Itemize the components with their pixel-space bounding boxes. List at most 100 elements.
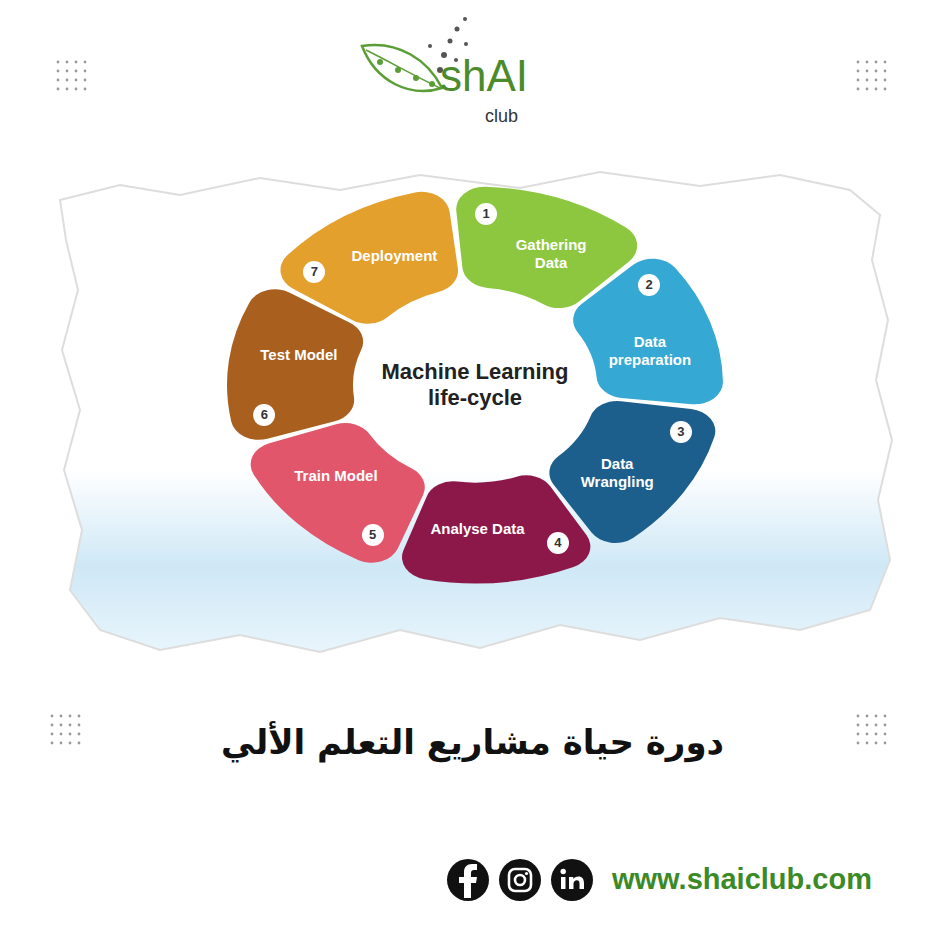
step-number: 6 <box>253 404 275 426</box>
grid-dot <box>66 79 69 82</box>
logo-dot <box>463 17 467 21</box>
logo-dot <box>377 59 383 65</box>
logo-dot <box>428 44 432 48</box>
cycle-segment: 7Deployment <box>266 186 462 334</box>
grid-dot <box>60 724 63 727</box>
grid-dot <box>875 724 878 727</box>
step-number: 5 <box>362 524 384 546</box>
grid-dot <box>884 733 887 736</box>
linkedin-icon <box>551 859 593 901</box>
grid-dot <box>857 61 860 64</box>
grid-dot <box>857 742 860 745</box>
grid-dot <box>57 88 60 91</box>
step-label: Deployment <box>351 247 437 265</box>
instagram-icon <box>499 859 541 901</box>
step-label: Data Wrangling <box>567 455 667 491</box>
segment-fill <box>573 259 723 405</box>
logo-dot <box>448 39 453 44</box>
segment-shape <box>561 246 725 406</box>
grid-dot <box>51 715 54 718</box>
linkedin-glyph <box>561 869 566 874</box>
step-label: Train Model <box>294 467 377 485</box>
grid-dot <box>875 715 878 718</box>
grid-dot <box>875 742 878 745</box>
instagram-glyph <box>525 872 528 875</box>
grid-dot <box>84 70 87 73</box>
page-title: دورة حياة مشاريع التعلم الألي <box>0 722 945 762</box>
grid-dot <box>51 742 54 745</box>
grid-dot <box>78 715 81 718</box>
grid-dot <box>875 70 878 73</box>
grid-dot <box>884 715 887 718</box>
grid-dot <box>857 79 860 82</box>
center-title: Machine Learning life-cycle <box>365 359 585 412</box>
grid-dot <box>78 733 81 736</box>
grid-dot <box>75 79 78 82</box>
grid-dot <box>866 742 869 745</box>
grid-dot <box>57 61 60 64</box>
logo-dot <box>455 27 460 32</box>
logo-subtext: club <box>485 106 518 128</box>
grid-dot <box>51 733 54 736</box>
step-label: Test Model <box>260 346 337 364</box>
grid-dot <box>884 88 887 91</box>
grid-dot <box>884 61 887 64</box>
grid-dot <box>60 742 63 745</box>
linkedin-glyph <box>561 877 566 889</box>
grid-dot <box>866 88 869 91</box>
cycle-segment: 5 Train Model <box>240 416 434 573</box>
grid-dot <box>57 70 60 73</box>
grid-dot <box>66 61 69 64</box>
grid-dot <box>866 733 869 736</box>
leaf-outline <box>362 45 442 91</box>
instagram-glyph <box>509 869 531 891</box>
grid-dot <box>866 61 869 64</box>
segment-fill <box>251 423 425 563</box>
grid-dot <box>875 79 878 82</box>
grid-dot <box>60 715 63 718</box>
grid-dot <box>60 733 63 736</box>
grid-dot <box>57 79 60 82</box>
grid-dot <box>857 724 860 727</box>
grid-dot <box>875 88 878 91</box>
cycle-segment: 4Analyse Data <box>395 466 604 586</box>
dot-grids <box>51 61 887 745</box>
grid-dot <box>84 79 87 82</box>
grid-dot <box>69 733 72 736</box>
logo-dot <box>429 81 435 87</box>
segment-shape <box>240 416 434 573</box>
step-number: 4 <box>547 532 569 554</box>
grid-dot <box>51 724 54 727</box>
grid-dot <box>69 715 72 718</box>
segment-fill <box>280 192 458 324</box>
logo-dot <box>464 42 468 46</box>
grid-dot <box>857 70 860 73</box>
grid-dot <box>66 70 69 73</box>
grid-dot <box>884 742 887 745</box>
grid-dot <box>69 724 72 727</box>
step-number: 3 <box>670 421 692 443</box>
grid-dot <box>84 61 87 64</box>
grid-dot <box>84 88 87 91</box>
grid-dot <box>884 79 887 82</box>
grid-dot <box>866 70 869 73</box>
facebook-icon <box>447 859 489 901</box>
segment-fill <box>402 475 590 583</box>
grid-dot <box>75 70 78 73</box>
grid-dot <box>78 742 81 745</box>
grid-dot <box>78 724 81 727</box>
grid-dot <box>857 715 860 718</box>
grid-dot <box>866 724 869 727</box>
logo-dot <box>395 67 401 73</box>
grid-dot <box>875 733 878 736</box>
social-icons <box>447 859 593 901</box>
linkedin-glyph <box>569 876 584 889</box>
grid-dot <box>69 742 72 745</box>
cycle-segment: 2Data preparation <box>561 246 725 406</box>
grid-dot <box>857 88 860 91</box>
grid-dot <box>66 88 69 91</box>
logo-dot <box>413 75 419 81</box>
grid-dot <box>866 715 869 718</box>
